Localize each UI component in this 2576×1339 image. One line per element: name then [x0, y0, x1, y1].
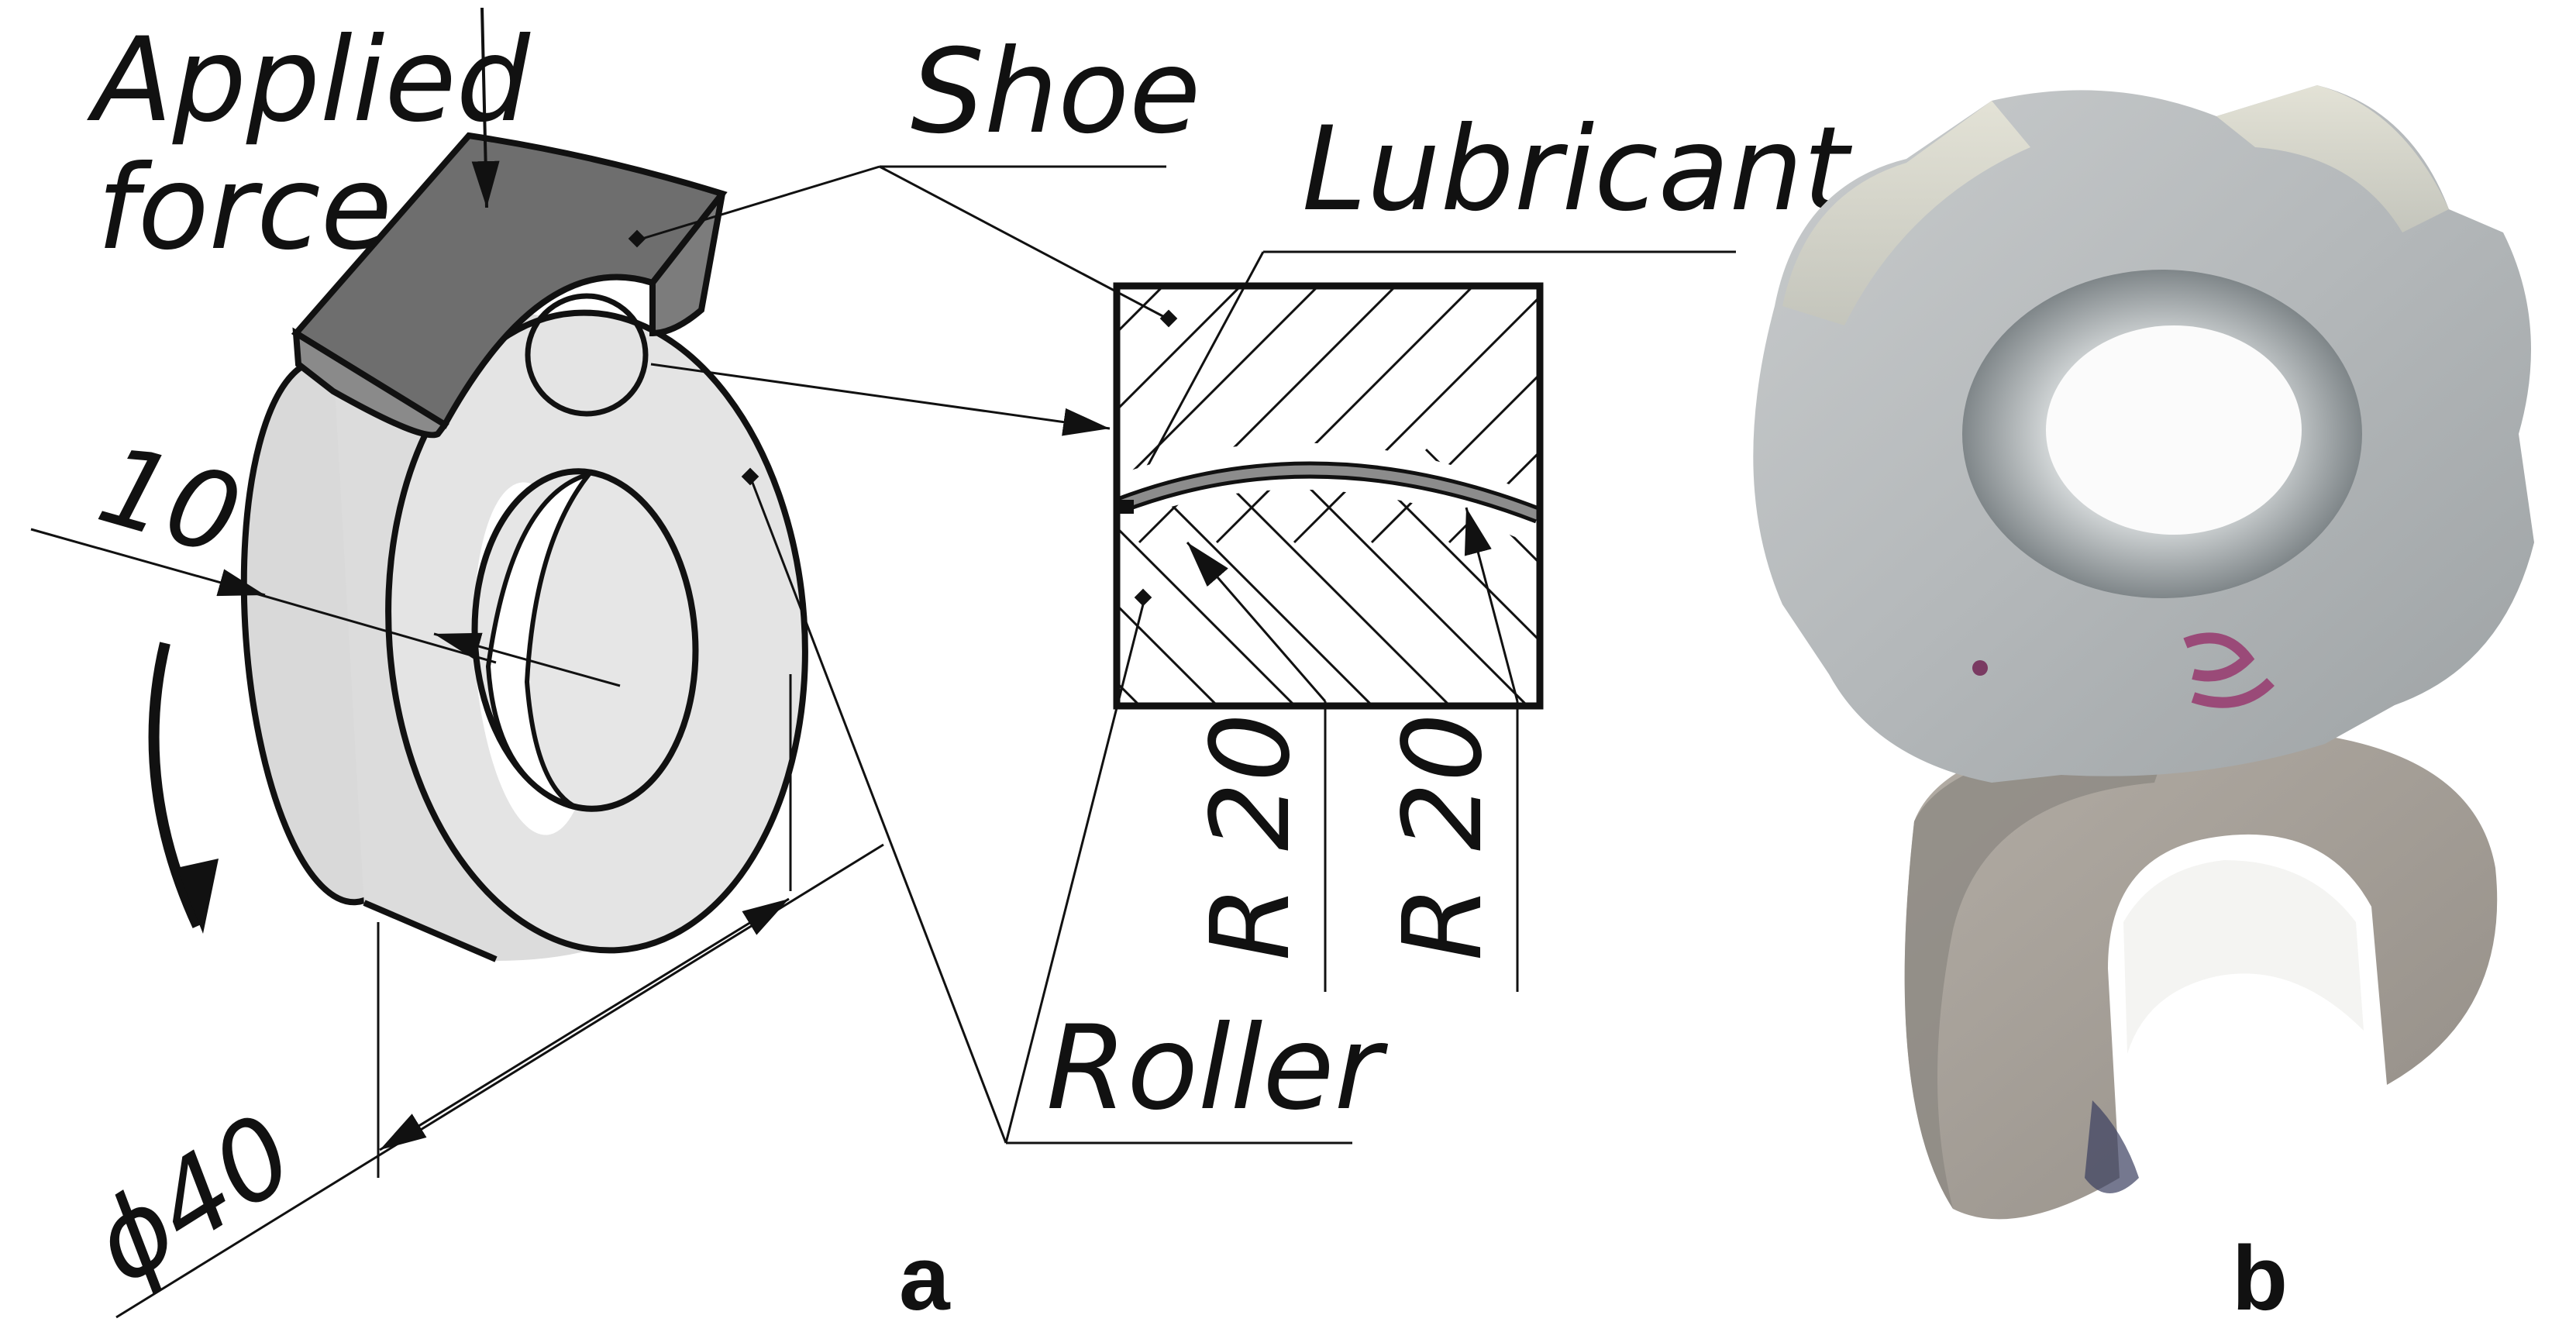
diameter-arrow-upper	[588, 897, 790, 1023]
shoe-leader-dot	[628, 229, 646, 248]
nut-flat-left	[1782, 101, 2030, 325]
roller-bore-inner-wall	[485, 470, 596, 808]
curved-arrow-icon	[148, 642, 203, 928]
split-ring-face	[1904, 728, 2498, 1220]
applied-force-label-line2: force	[97, 141, 392, 276]
ink-dot	[1972, 660, 1988, 676]
roller-body	[240, 308, 808, 962]
roller-marker	[1134, 588, 1152, 607]
width-dimension-arrow-right	[433, 632, 621, 687]
curved-arrow-head	[177, 859, 219, 934]
roller-leader-1	[749, 476, 1007, 1144]
width-dimension-arrow-left	[30, 528, 266, 597]
nut-bore-light	[2046, 325, 2302, 535]
panel-label-b: b	[2232, 1227, 2288, 1330]
ink-numeral	[2183, 632, 2275, 708]
arrow-down-icon	[471, 7, 500, 208]
contact-detail-circle	[525, 293, 649, 417]
split-ring-shadow	[1904, 736, 2170, 1209]
radius-right-label: R 20	[1380, 713, 1507, 961]
split-ring-gap	[2123, 860, 2364, 1054]
roller-leader-dot	[741, 467, 759, 486]
shoe-block	[291, 132, 728, 439]
applied-force-label-line1: Applied	[87, 13, 531, 148]
photo-panel-b: b	[1753, 85, 2534, 1330]
shoe-leader-1	[636, 165, 880, 242]
nut-flat-right	[2216, 85, 2449, 232]
radius-right-leader	[1464, 507, 1519, 702]
radius-left-leader	[1186, 542, 1327, 702]
lubricant-film	[1118, 465, 1541, 520]
shoe-label: Shoe	[911, 25, 1200, 160]
shoe-front-face	[292, 327, 449, 439]
width-dimension-label: 10	[86, 422, 253, 581]
detail-arrow	[650, 363, 1111, 436]
diameter-arrow-lower	[379, 1020, 590, 1151]
nut	[1753, 85, 2534, 783]
ink-mark	[2085, 1100, 2139, 1193]
shoe-marker	[1159, 309, 1178, 328]
lubricant-marker	[1120, 500, 1134, 514]
lubricant-label: Lubricant	[1302, 102, 1853, 237]
detail-section: R 20 R 20	[1113, 282, 1544, 992]
shoe-leader-2	[879, 165, 1169, 321]
radius-left-label: R 20	[1188, 713, 1314, 961]
panel-label-a: a	[899, 1227, 951, 1330]
roller-bottom-edge	[363, 900, 498, 962]
detail-box-frame	[1113, 282, 1544, 710]
roller-label: Roller	[1046, 1001, 1389, 1136]
diameter-dimension-label: ϕ40	[71, 1090, 316, 1309]
diagram-panel-a: Applied force 10 ϕ40 Shoe Lubricant Roll	[30, 7, 1853, 1330]
shoe-end-face	[649, 191, 725, 337]
split-ring	[1904, 728, 2498, 1220]
